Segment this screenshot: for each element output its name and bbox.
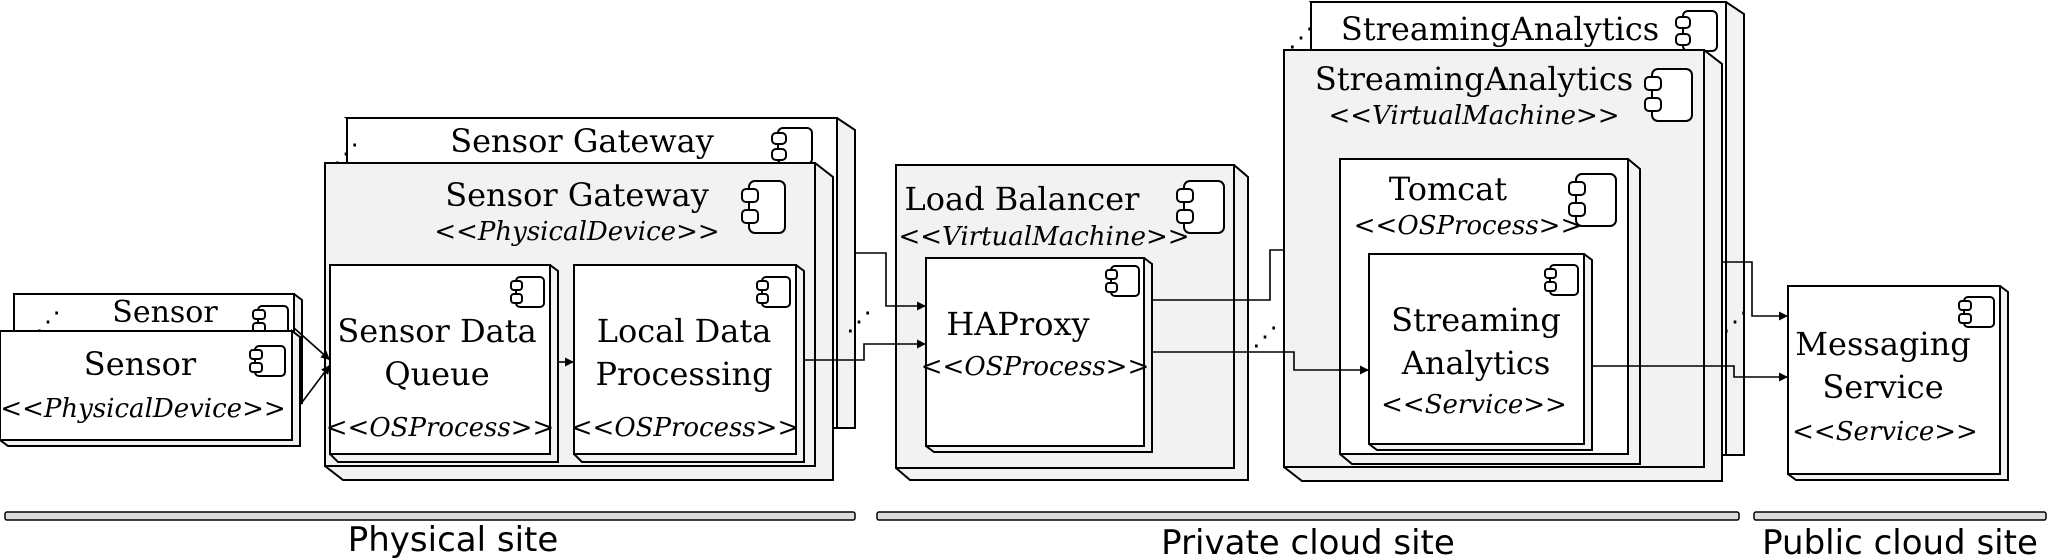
sensor-node: Sensor <<PhysicalDevice>> xyxy=(0,329,301,447)
tomcat-stereotype: <<OSProcess>> xyxy=(1354,211,1582,241)
messaging-component: Messaging Service <<Service>> xyxy=(1787,285,2009,481)
multiplicity-dots: ⋰ xyxy=(846,307,872,336)
component-icon xyxy=(771,127,813,165)
component-icon xyxy=(1568,173,1617,227)
haproxy-stereotype: <<OSProcess>> xyxy=(921,352,1149,382)
site-bar xyxy=(1753,511,2047,521)
streaming-service-name-line2: Analytics xyxy=(1401,344,1551,382)
messaging-stereotype: <<Service>> xyxy=(1792,417,1978,447)
site-bar xyxy=(4,511,856,521)
gateway-to-haproxy-arrow xyxy=(855,252,926,311)
streaming-service-component: Streaming Analytics <<Service>> xyxy=(1368,253,1593,451)
multiplicity-dots: ⋰ xyxy=(1252,322,1278,351)
component-icon xyxy=(741,180,786,234)
local-processing-name-line2: Processing xyxy=(595,355,772,393)
load-balancer-stereotype: <<VirtualMachine>> xyxy=(898,222,1189,252)
sensor-stereotype: <<PhysicalDevice>> xyxy=(0,394,285,424)
haproxy-to-analytics-vm-link xyxy=(1152,249,1284,301)
streaming-service-stereotype: <<Service>> xyxy=(1381,390,1567,420)
sensor-title: Sensor xyxy=(84,345,197,383)
gateway-stereotype: <<PhysicalDevice>> xyxy=(434,217,719,247)
analytics-vm-stereotype: <<VirtualMachine>> xyxy=(1328,101,1619,131)
site-public-cloud: Public cloud site xyxy=(1753,511,2047,559)
load-balancer-title: Load Balancer xyxy=(905,180,1141,218)
queue-name-line2: Queue xyxy=(384,355,489,393)
processing-to-haproxy-arrow xyxy=(804,339,926,361)
tomcat-title: Tomcat xyxy=(1389,170,1507,208)
local-processing-name-line1: Local Data xyxy=(597,312,772,350)
component-icon xyxy=(1644,68,1693,122)
component-icon xyxy=(1176,180,1225,234)
sensor-to-queue-arrow xyxy=(299,364,331,406)
multiplicity-dots: ⋰ xyxy=(1722,307,1748,336)
site-label-physical: Physical site xyxy=(348,520,559,559)
component-icon xyxy=(510,276,545,308)
streaming-to-messaging-arrow xyxy=(1592,365,1788,382)
gateway-title: Sensor Gateway xyxy=(445,176,709,214)
queue-component: Sensor Data Queue <<OSProcess>> xyxy=(326,264,559,463)
sensor-back-to-queue-arrow xyxy=(293,327,331,361)
streaming-service-name-line1: Streaming xyxy=(1391,301,1561,339)
multiplicity-dots: ⋰ xyxy=(1288,23,1314,52)
analytics-vm-title: StreamingAnalytics xyxy=(1315,60,1633,98)
site-label-private-cloud: Private cloud site xyxy=(1161,523,1455,559)
haproxy-title: HAProxy xyxy=(946,305,1089,343)
local-processing-component: Local Data Processing <<OSProcess>> xyxy=(571,264,805,463)
site-private-cloud: Private cloud site xyxy=(876,511,1740,559)
component-icon xyxy=(249,345,286,377)
haproxy-component: HAProxy <<OSProcess>> xyxy=(921,257,1153,453)
analytics-back-title: StreamingAnalytics xyxy=(1341,10,1659,48)
site-label-public-cloud: Public cloud site xyxy=(1762,523,2038,559)
site-bar xyxy=(876,511,1740,521)
messaging-name-line1: Messaging xyxy=(1795,325,1970,363)
queue-name-line1: Sensor Data xyxy=(337,312,536,350)
component-icon xyxy=(1958,296,1995,328)
connectors xyxy=(293,249,1788,406)
analytics-vm-to-messaging-arrow xyxy=(1722,261,1788,321)
messaging-name-line2: Service xyxy=(1822,368,1943,406)
sensor-back-title: Sensor xyxy=(112,295,218,330)
local-processing-stereotype: <<OSProcess>> xyxy=(571,413,799,443)
haproxy-to-streaming-arrow xyxy=(1152,351,1369,375)
component-icon xyxy=(1675,10,1718,52)
component-icon xyxy=(1544,264,1579,296)
site-physical: Physical site xyxy=(4,511,856,559)
component-icon xyxy=(756,276,791,308)
component-icon xyxy=(1105,265,1140,297)
queue-stereotype: <<OSProcess>> xyxy=(326,413,554,443)
gateway-back-title: Sensor Gateway xyxy=(450,122,714,160)
